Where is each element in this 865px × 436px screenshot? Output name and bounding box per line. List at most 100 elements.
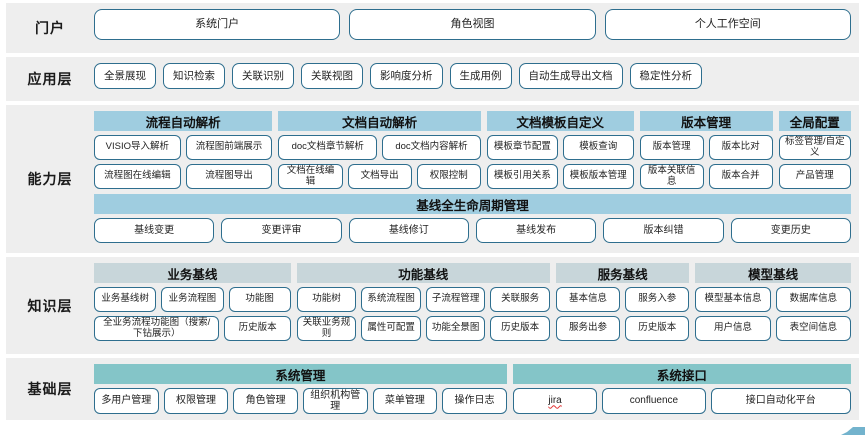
pill-capability-3-1-0[interactable]: 版本关联信息 xyxy=(639,164,704,189)
pill-application-6[interactable]: 自动生成导出文档 xyxy=(518,63,623,89)
pill-knowledge-1-1-3[interactable]: 历史版本 xyxy=(490,316,550,341)
layer-application: 应用层 全景展现知识检索关联识别关联视图影响度分析生成用例自动生成导出文档稳定性… xyxy=(6,57,859,101)
layer-base: 基础层 系统管理多用户管理权限管理角色管理组织机构管理菜单管理操作日志系统接口 j… xyxy=(6,358,859,420)
pill-knowledge-0-1-1[interactable]: 历史版本 xyxy=(224,316,291,341)
pill-portal-1[interactable]: 角色视图 xyxy=(349,9,596,40)
capability-group-2: 文档模板自定义模板章节配置模板查询模板引用关系模板版本管理 xyxy=(486,111,634,189)
pill-capability-1-1-1[interactable]: 文档导出 xyxy=(347,164,412,189)
pill-baseline-0[interactable]: 基线变更 xyxy=(94,218,215,243)
pill-portal-0[interactable]: 系统门户 xyxy=(94,9,341,40)
pill-capability-4-0-0[interactable]: 标签管理/自定义 xyxy=(778,135,851,160)
pill-knowledge-3-1-1[interactable]: 表空间信息 xyxy=(775,316,851,341)
pill-knowledge-0-0-1[interactable]: 业务流程图 xyxy=(161,287,224,312)
pill-application-4[interactable]: 影响度分析 xyxy=(370,63,443,89)
pill-knowledge-3-1-0[interactable]: 用户信息 xyxy=(695,316,771,341)
pill-knowledge-2-1-1[interactable]: 历史版本 xyxy=(625,316,690,341)
pill-knowledge-3-0-1[interactable]: 数据库信息 xyxy=(775,287,851,312)
pill-capability-0-0-1[interactable]: 流程图前端展示 xyxy=(185,135,273,160)
pill-capability-1-1-0[interactable]: 文档在线编辑 xyxy=(278,164,343,189)
knowledge-group-0-row-1: 全业务流程功能图（搜索/下钻展示）历史版本 xyxy=(94,316,291,341)
layer-label-base: 基础层 xyxy=(27,381,73,397)
pill-knowledge-1-0-0[interactable]: 功能树 xyxy=(296,287,357,312)
pill-knowledge-2-1-0[interactable]: 服务出参 xyxy=(555,316,621,341)
pill-baseline-2[interactable]: 基线修订 xyxy=(348,218,469,243)
pill-baseline-3[interactable]: 基线发布 xyxy=(475,218,597,243)
pill-application-7[interactable]: 稳定性分析 xyxy=(629,63,702,89)
capability-group-header-4: 全局配置 xyxy=(778,111,851,131)
capability-group-3-row-1: 版本关联信息版本合并 xyxy=(639,164,773,189)
pill-knowledge-1-0-1[interactable]: 系统流程图 xyxy=(361,287,421,312)
pill-capability-0-1-1[interactable]: 流程图导出 xyxy=(185,164,273,189)
capability-group-header-3: 版本管理 xyxy=(639,111,773,131)
pill-baseline-5[interactable]: 变更历史 xyxy=(730,218,851,243)
decorative-chevron xyxy=(841,423,865,435)
pill-application-5[interactable]: 生成用例 xyxy=(449,63,512,89)
capability-group-3-row-0: 版本管理版本比对 xyxy=(639,135,773,160)
pill-capability-2-0-0[interactable]: 模板章节配置 xyxy=(486,135,558,160)
pill-base-0-0-3[interactable]: 组织机构管理 xyxy=(302,388,368,414)
baseline-lifecycle-row: 基线变更变更评审基线修订基线发布版本纠错变更历史 xyxy=(94,218,851,243)
pill-knowledge-3-0-0[interactable]: 模型基本信息 xyxy=(695,287,771,312)
pill-knowledge-1-0-2[interactable]: 子流程管理 xyxy=(425,287,486,312)
pill-base-0-0-1[interactable]: 权限管理 xyxy=(163,388,229,414)
pill-capability-2-0-1[interactable]: 模板查询 xyxy=(562,135,634,160)
pill-base-0-0-5[interactable]: 操作日志 xyxy=(442,388,507,414)
pill-portal-2[interactable]: 个人工作空间 xyxy=(604,9,851,40)
layer-body-portal: 系统门户角色视图个人工作空间 xyxy=(94,3,859,53)
pill-base-1-0-1[interactable]: confluence xyxy=(602,388,706,414)
pill-knowledge-1-1-0[interactable]: 关联业务规则 xyxy=(296,316,357,341)
pill-application-0[interactable]: 全景展现 xyxy=(94,63,156,89)
pill-capability-2-1-1[interactable]: 模板版本管理 xyxy=(562,164,634,189)
knowledge-group-2-row-1: 服务出参历史版本 xyxy=(555,316,690,341)
pill-capability-4-1-0[interactable]: 产品管理 xyxy=(778,164,851,189)
pill-capability-0-1-0[interactable]: 流程图在线编辑 xyxy=(94,164,181,189)
portal-item-row: 系统门户角色视图个人工作空间 xyxy=(94,9,851,40)
knowledge-group-0-row-0: 业务基线树业务流程图功能图 xyxy=(94,287,291,312)
pill-knowledge-0-1-0[interactable]: 全业务流程功能图（搜索/下钻展示） xyxy=(94,316,220,341)
layer-label-knowledge: 知识层 xyxy=(27,297,73,314)
pill-knowledge-1-1-1[interactable]: 属性可配置 xyxy=(361,316,421,341)
base-group-0-row-0: 多用户管理权限管理角色管理组织机构管理菜单管理操作日志 xyxy=(94,388,507,414)
pill-base-0-0-4[interactable]: 菜单管理 xyxy=(372,388,438,414)
pill-knowledge-0-0-2[interactable]: 功能图 xyxy=(228,287,291,312)
capability-group-2-row-0: 模板章节配置模板查询 xyxy=(486,135,634,160)
pill-capability-0-0-0[interactable]: VISIO导入解析 xyxy=(94,135,181,160)
capability-group-2-row-1: 模板引用关系模板版本管理 xyxy=(486,164,634,189)
capability-group-1-row-1: 文档在线编辑文档导出权限控制 xyxy=(278,164,481,189)
pill-capability-3-1-1[interactable]: 版本合并 xyxy=(708,164,773,189)
knowledge-group-header-1: 功能基线 xyxy=(296,263,550,283)
pill-capability-2-1-0[interactable]: 模板引用关系 xyxy=(486,164,558,189)
capability-group-4: 全局配置标签管理/自定义产品管理 xyxy=(778,111,851,189)
pill-application-2[interactable]: 关联识别 xyxy=(232,63,294,89)
pill-knowledge-2-0-0[interactable]: 基本信息 xyxy=(555,287,621,312)
knowledge-group-columns: 业务基线业务基线树业务流程图功能图全业务流程功能图（搜索/下钻展示）历史版本功能… xyxy=(94,263,851,341)
pill-base-1-0-2[interactable]: 接口自动化平台 xyxy=(710,388,851,414)
pill-application-1[interactable]: 知识检索 xyxy=(163,63,225,89)
pill-capability-3-0-1[interactable]: 版本比对 xyxy=(708,135,773,160)
pill-knowledge-2-0-1[interactable]: 服务入参 xyxy=(625,287,690,312)
pill-capability-1-0-1[interactable]: doc文档内容解析 xyxy=(382,135,481,160)
pill-application-3[interactable]: 关联视图 xyxy=(301,63,363,89)
pill-base-0-0-2[interactable]: 角色管理 xyxy=(233,388,298,414)
pill-baseline-4[interactable]: 版本纠错 xyxy=(603,218,724,243)
pill-baseline-1[interactable]: 变更评审 xyxy=(221,218,342,243)
pill-knowledge-1-1-2[interactable]: 功能全景图 xyxy=(425,316,486,341)
base-group-header-0: 系统管理 xyxy=(94,364,507,384)
base-group-header-1: 系统接口 xyxy=(512,364,851,384)
pill-capability-3-0-0[interactable]: 版本管理 xyxy=(639,135,704,160)
pill-base-1-0-0[interactable]: jira xyxy=(512,388,598,414)
layer-body-application: 全景展现知识检索关联识别关联视图影响度分析生成用例自动生成导出文档稳定性分析 xyxy=(94,57,859,101)
knowledge-group-1-row-0: 功能树系统流程图子流程管理关联服务 xyxy=(296,287,550,312)
pill-knowledge-1-0-3[interactable]: 关联服务 xyxy=(490,287,550,312)
pill-knowledge-0-0-0[interactable]: 业务基线树 xyxy=(94,287,157,312)
pill-capability-1-1-2[interactable]: 权限控制 xyxy=(416,164,481,189)
layer-label-application: 应用层 xyxy=(27,71,73,87)
base-group-0: 系统管理多用户管理权限管理角色管理组织机构管理菜单管理操作日志 xyxy=(94,364,507,414)
pill-base-0-0-0[interactable]: 多用户管理 xyxy=(94,388,159,414)
capability-group-3: 版本管理版本管理版本比对版本关联信息版本合并 xyxy=(639,111,773,189)
knowledge-group-2: 服务基线基本信息服务入参服务出参历史版本 xyxy=(555,263,690,341)
pill-capability-1-0-0[interactable]: doc文档章节解析 xyxy=(278,135,378,160)
